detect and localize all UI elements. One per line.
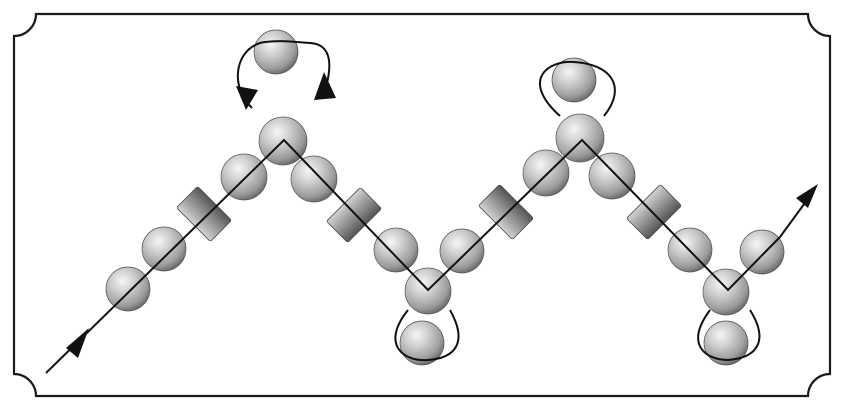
thread-main-path xyxy=(45,138,781,374)
sphere-bead-icon xyxy=(703,320,749,366)
thread-loop-bottom-1 xyxy=(394,309,460,362)
sphere-bead-icon xyxy=(105,266,151,312)
thread-layer xyxy=(45,40,781,374)
sphere-bead-icon xyxy=(290,155,338,203)
sphere-bead-icon xyxy=(141,226,187,272)
sphere-bead-icon xyxy=(439,228,485,274)
thread-loop-top-1 xyxy=(236,40,331,109)
sphere-bead-icon xyxy=(739,229,785,275)
sphere-bead-icon xyxy=(253,29,299,75)
sphere-bead-icon xyxy=(373,227,419,273)
bugle-bead-icon xyxy=(626,184,682,240)
bugle-bead-icon xyxy=(176,186,232,242)
sphere-bead-icon xyxy=(220,153,268,201)
sphere-bead-icon xyxy=(522,149,570,197)
sphere-bead-icon xyxy=(551,57,597,103)
thread-loop-bottom-2 xyxy=(697,309,761,362)
loop-arrowhead-left-icon xyxy=(236,86,258,110)
thread-loop-top-2 xyxy=(538,60,616,117)
beads-layer xyxy=(105,29,785,366)
sphere-bead-icon xyxy=(399,320,445,366)
start-arrowhead-icon xyxy=(66,328,89,358)
arrows xyxy=(66,72,818,358)
loop-arrowhead-right-icon xyxy=(314,72,336,100)
bugle-bead-icon xyxy=(326,187,382,243)
bugle-bead-icon xyxy=(478,184,534,240)
sphere-bead-icon xyxy=(588,152,636,200)
end-arrowhead-icon xyxy=(796,184,818,208)
diagram-frame xyxy=(12,12,832,398)
